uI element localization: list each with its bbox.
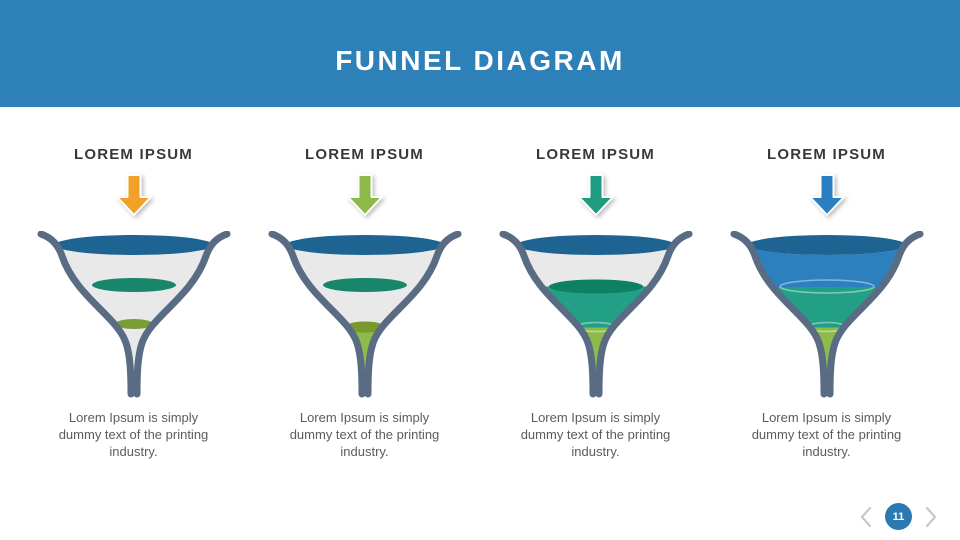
column-caption: Lorem Ipsum is simply dummy text of the …	[58, 410, 209, 459]
funnel-columns: LOREM IPSUM Lorem Ipsum is simply dummy …	[24, 128, 936, 461]
column-heading: LOREM IPSUM	[766, 146, 887, 163]
funnel-column-3: LOREM IPSUM Lorem Ipsum is simply dummy …	[486, 128, 705, 461]
down-arrow-icon	[806, 172, 848, 218]
funnel-graphic	[265, 230, 465, 399]
column-caption: Lorem Ipsum is simply dummy text of the …	[520, 410, 671, 459]
funnel-graphic	[727, 230, 927, 399]
column-heading: LOREM IPSUM	[73, 146, 194, 163]
funnel-column-2: LOREM IPSUM Lorem Ipsum is simply dummy …	[255, 128, 474, 461]
slide-header: FUNNEL DIAGRAM	[0, 0, 960, 107]
funnel-column-1: LOREM IPSUM Lorem Ipsum is simply dummy …	[24, 128, 243, 461]
chevron-left-icon[interactable]	[859, 505, 873, 529]
chevron-right-icon[interactable]	[924, 505, 938, 529]
down-arrow-icon	[113, 172, 155, 218]
funnel-graphic	[496, 230, 696, 399]
page-number-badge: 11	[885, 503, 912, 530]
funnel-graphic	[34, 230, 234, 399]
down-arrow-icon	[344, 172, 386, 218]
down-arrow-icon	[575, 172, 617, 218]
column-caption: Lorem Ipsum is simply dummy text of the …	[751, 410, 902, 459]
column-heading: LOREM IPSUM	[304, 146, 425, 163]
page-title: FUNNEL DIAGRAM	[335, 44, 625, 76]
column-heading: LOREM IPSUM	[535, 146, 656, 163]
pagination: 11	[859, 503, 938, 530]
funnel-column-4: LOREM IPSUM Lorem Ipsum is simply dummy …	[717, 128, 936, 461]
column-caption: Lorem Ipsum is simply dummy text of the …	[289, 410, 440, 459]
